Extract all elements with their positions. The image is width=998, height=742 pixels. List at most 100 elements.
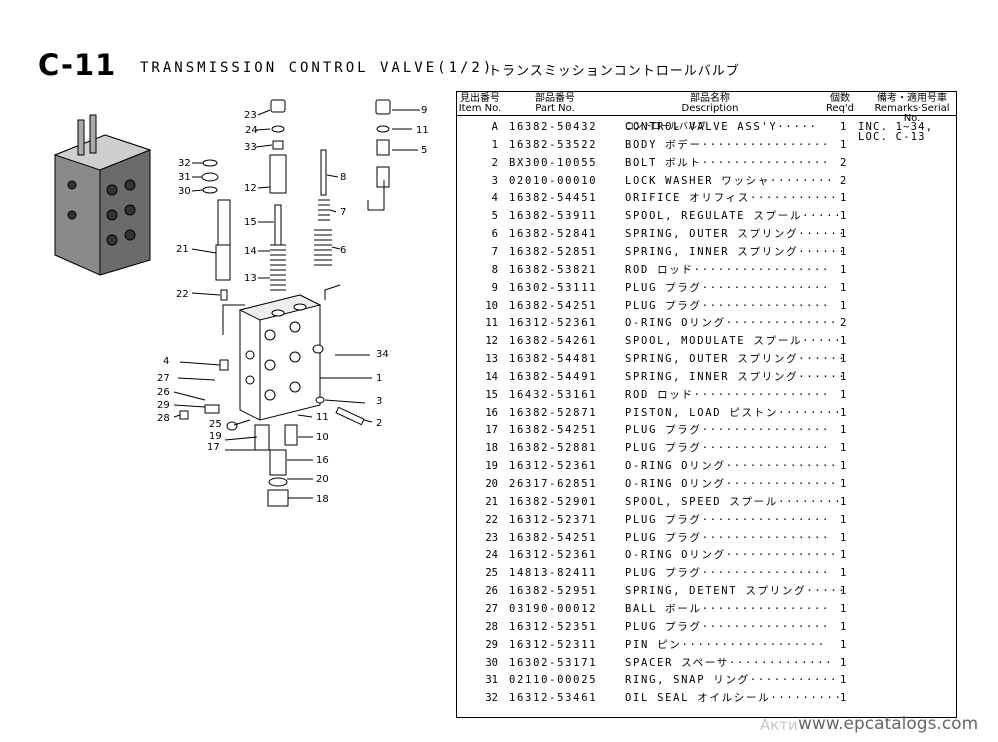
description: SPRING, INNER スプリング······: [625, 245, 846, 258]
callout-label: 10: [316, 432, 329, 443]
callout-label: 33: [244, 142, 257, 153]
part-number: 16312-52371: [509, 513, 598, 526]
remarks-line2: LOC. C-13: [858, 131, 926, 143]
description: SPRING, OUTER スプリング······: [625, 353, 846, 366]
callout-label: 9: [421, 105, 428, 116]
description: PLUG プラグ················: [625, 620, 831, 633]
item-number: 7: [491, 245, 498, 258]
description: ROD ロッド·················: [625, 263, 831, 276]
part-number: 02110-00025: [509, 674, 598, 687]
item-number: 32: [485, 692, 498, 705]
item-number: 4: [491, 192, 498, 205]
part-number: 16432-53161: [509, 388, 598, 401]
remarks: INC. 1~34,: [858, 121, 934, 133]
item-number: 1: [491, 138, 498, 151]
quantity: 1: [840, 299, 847, 312]
item-number: 25: [485, 567, 498, 580]
watermark-link[interactable]: www.epcatalogs.com: [798, 714, 979, 734]
callout-label: 34: [376, 349, 389, 360]
quantity: 1: [840, 478, 847, 490]
item-number: 10: [485, 299, 498, 312]
part-number: 16382-54251: [509, 531, 598, 544]
description: ROD ロッド·················: [625, 388, 831, 401]
quantity: 1: [840, 495, 847, 508]
callout-label: 5: [421, 145, 428, 156]
quantity: 2: [840, 156, 847, 169]
item-number: 2: [491, 156, 498, 169]
description: ORIFICE オリフィス···········: [625, 192, 839, 205]
description: PIN ピン··················: [625, 638, 826, 651]
part-number: 16312-52361: [509, 549, 598, 562]
quantity: 2: [840, 317, 847, 330]
quantity: 1: [840, 602, 847, 615]
item-number: 31: [485, 674, 498, 687]
callout-label: 29: [157, 400, 170, 411]
callout-label: 11: [416, 125, 429, 136]
item-number: 14: [485, 370, 498, 383]
part-number: 16312-52361: [509, 460, 598, 473]
callout-label: 17: [207, 442, 220, 453]
leader-lines: [173, 109, 420, 499]
callout-label: 24: [245, 125, 258, 136]
quantity: 1: [840, 121, 847, 133]
item-number: 18: [485, 442, 498, 455]
page-code: C-11: [38, 48, 117, 82]
item-number: 22: [485, 513, 498, 526]
callout-label: 7: [340, 207, 347, 218]
part-number: 16382-52881: [509, 442, 598, 455]
table-top-rule: [456, 91, 956, 92]
part-number: 16382-52841: [509, 228, 598, 241]
item-number: 8: [491, 263, 498, 276]
description: SPACER スペーサ·············: [625, 656, 834, 669]
item-number: 24: [485, 549, 498, 562]
description: SPOOL, REGULATE スプール·····: [625, 210, 843, 223]
quantity: 1: [840, 263, 847, 276]
callout-label: 16: [316, 455, 329, 466]
callout-label: 12: [244, 183, 257, 194]
lower-parts-illustration: [179, 344, 365, 507]
callout-label: 2: [376, 418, 383, 429]
quantity: 1: [840, 531, 847, 544]
item-number: 11: [485, 317, 498, 330]
callout-label: 8: [340, 172, 347, 183]
description: PLUG プラグ················: [625, 531, 831, 544]
part-number: 16382-52901: [509, 495, 598, 508]
exploded-diagram: [53, 99, 420, 507]
item-number: 19: [485, 460, 498, 473]
item-number: 15: [485, 388, 498, 401]
description: SPRING, OUTER スプリング······: [625, 228, 846, 241]
table-left-rule: [456, 91, 457, 718]
quantity: 1: [840, 638, 847, 651]
description: BODY ボデー················: [625, 138, 831, 151]
part-number: 16302-53111: [509, 281, 598, 294]
valve-body-illustration: [238, 294, 322, 421]
callout-label: 14: [244, 246, 257, 257]
table-header-rule: [456, 115, 956, 116]
callout-label: 22: [176, 289, 189, 300]
part-number: 16382-54451: [509, 192, 598, 205]
part-number: 16312-53461: [509, 692, 598, 705]
callout-label: 28: [157, 413, 170, 424]
part-number: 16312-52351: [509, 620, 598, 633]
quantity: 1: [840, 424, 847, 437]
description: O-RING Oリング··············: [625, 549, 839, 562]
quantity: 1: [840, 513, 847, 526]
part-number: 16382-52851: [509, 245, 598, 258]
part-number: 16382-53821: [509, 263, 598, 276]
description: PISTON, LOAD ピストン········: [625, 406, 843, 419]
part-number: 16382-53522: [509, 138, 598, 151]
quantity: 1: [840, 549, 847, 562]
quantity: 1: [840, 210, 847, 223]
spool-stack-illustration: [201, 99, 391, 301]
part-number: 16382-52951: [509, 585, 598, 598]
item-number: 3: [491, 174, 498, 187]
part-number: 16382-54251: [509, 299, 598, 312]
part-number: 02010-00010: [509, 174, 598, 187]
quantity: 1: [840, 281, 847, 294]
part-number: 16382-50432: [509, 121, 598, 133]
part-number: 16382-54261: [509, 335, 598, 348]
description: PLUG プラグ················: [625, 513, 831, 526]
quantity: 1: [840, 192, 847, 205]
